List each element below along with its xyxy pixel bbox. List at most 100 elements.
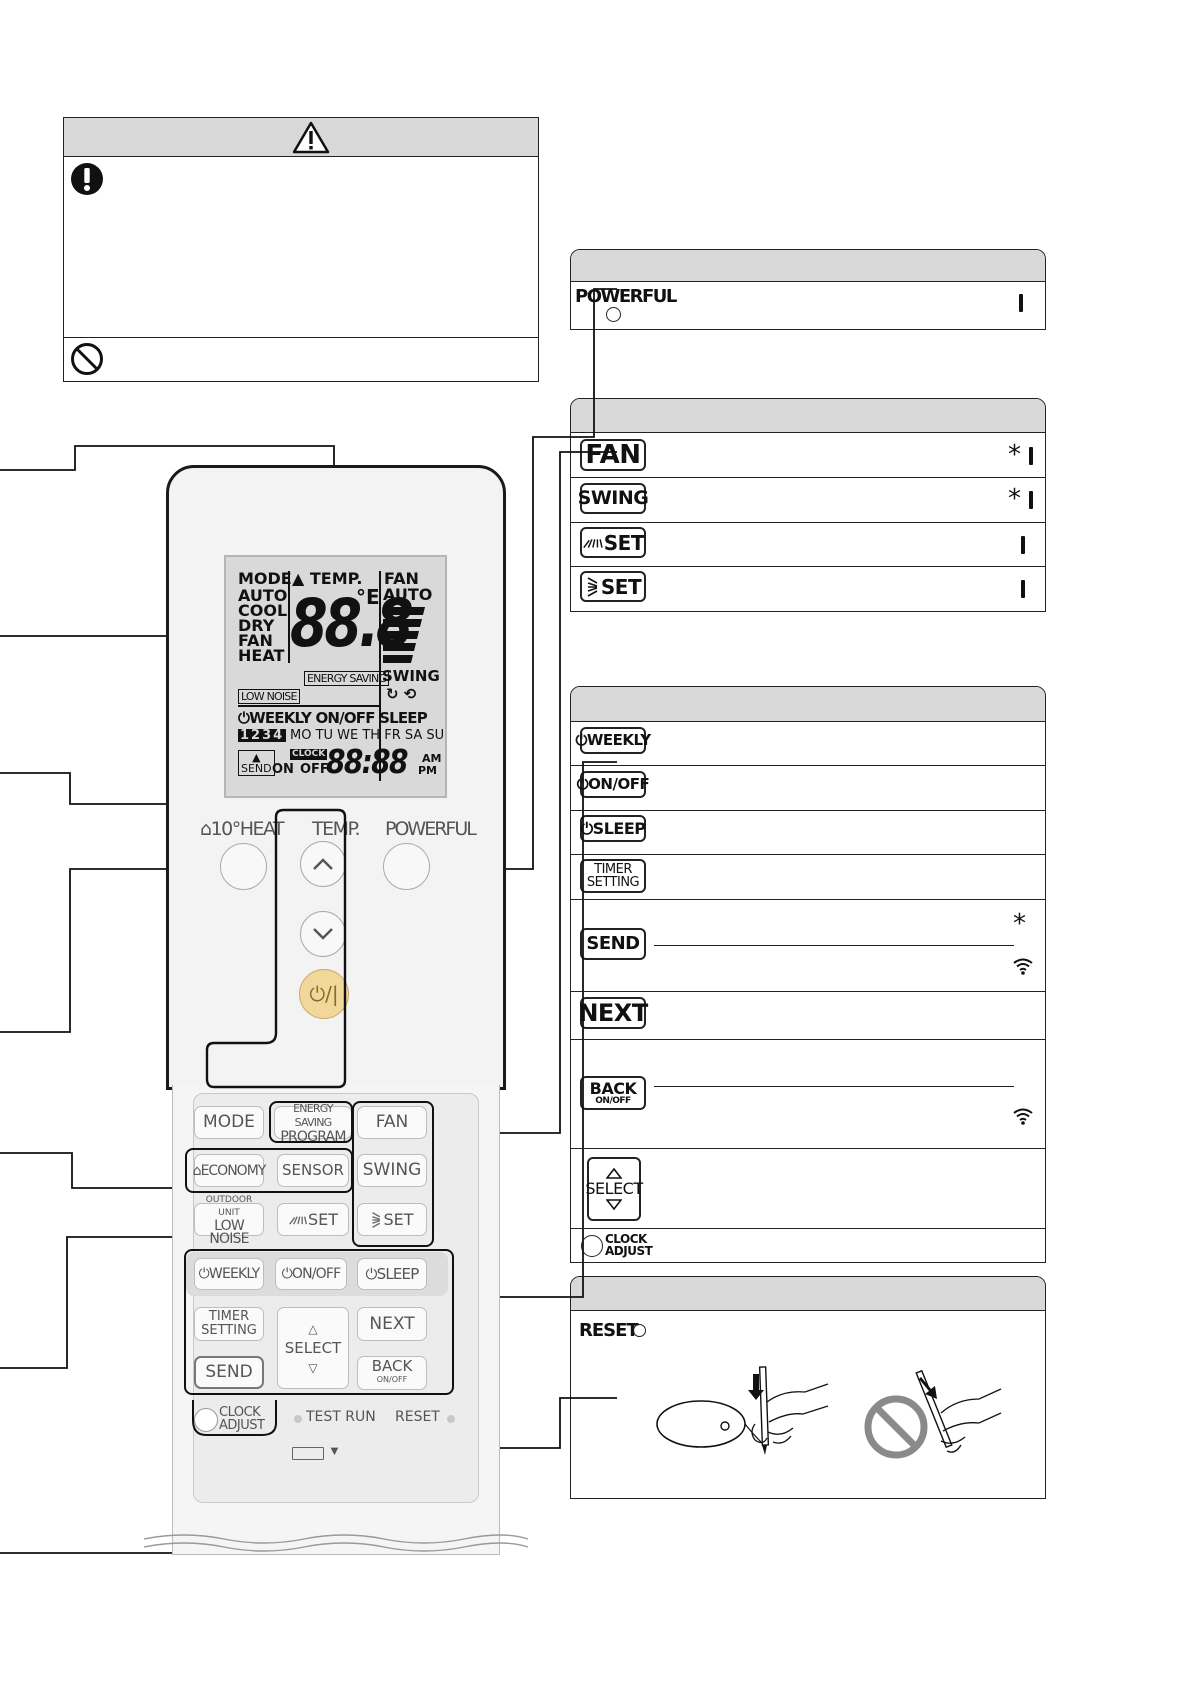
powerful-label: POWERFUL (575, 286, 677, 307)
fan-button[interactable]: FAN (357, 1106, 427, 1139)
bar-marker (1021, 536, 1025, 554)
reset-label: RESET (395, 1409, 440, 1425)
fan-row-divider (571, 566, 1045, 567)
heat10-label: ⌂10°HEAT (200, 818, 285, 840)
remote-cut-edge (144, 1534, 528, 1552)
temp-label: TEMP. (312, 818, 361, 840)
reset-panel: RESET (570, 1276, 1046, 1499)
prohibition-icon (71, 343, 103, 375)
warning-triangle-icon (292, 121, 330, 154)
next-button[interactable]: NEXT (357, 1307, 427, 1341)
lcd-display: MODE AUTO COOL DRY FAN HEAT ▲ TEMP. 88.8… (224, 555, 447, 798)
horizontal-set-button[interactable]: SET (357, 1203, 427, 1236)
asterisk-icon: * (1013, 909, 1026, 939)
down-triangle-icon (606, 1199, 622, 1210)
lcd-mode-auto: AUTO (238, 586, 288, 605)
lcd-h-divider (238, 705, 379, 707)
lcd-fan-label: FAN (384, 569, 419, 588)
vertical-air-direction-icon (289, 1215, 307, 1225)
lcd-off: OFF (300, 762, 329, 777)
timer-panel-header (571, 687, 1045, 722)
horizontal-air-set-key: SET (580, 571, 646, 602)
swing-button[interactable]: SWING (357, 1154, 427, 1187)
lcd-timer-row: ⏻WEEKLY ON/OFF SLEEP (238, 709, 428, 727)
fan-level-bars-icon (383, 607, 425, 663)
timer-row-divider (571, 1039, 1045, 1040)
fan-panel-header (571, 399, 1045, 433)
reset-label: RESET (579, 1320, 639, 1341)
economy-button[interactable]: ⌂ECONOMY (193, 1154, 266, 1187)
on-off-button[interactable]: ⏻ON/OFF (275, 1258, 347, 1290)
mode-button[interactable]: MODE (194, 1106, 264, 1139)
caution-box (63, 117, 539, 382)
mandatory-exclamation-icon (71, 163, 103, 195)
timer-row-divider (571, 1228, 1045, 1229)
vertical-set-button[interactable]: SET (277, 1203, 349, 1236)
fan-row-divider (571, 477, 1045, 478)
swing-key: SWING (578, 483, 649, 514)
power-button[interactable]: ⏻/| (299, 969, 349, 1019)
powerful-panel: POWERFUL (570, 249, 1046, 330)
asterisk-icon: * (1008, 440, 1021, 470)
lcd-mode-fan: FAN (238, 631, 273, 650)
horizontal-air-direction-icon (587, 576, 598, 597)
bar-marker (1029, 447, 1033, 465)
reset-hole[interactable] (447, 1415, 455, 1423)
send-leader-line (654, 945, 1014, 947)
send-key: SEND (580, 928, 646, 960)
select-button[interactable]: △SELECT▽ (277, 1307, 349, 1389)
wifi-icon (1013, 1108, 1033, 1125)
test-run-hole[interactable] (294, 1415, 302, 1423)
send-button[interactable]: SEND (194, 1356, 264, 1389)
powerful-indicator-circle (606, 307, 621, 322)
bar-marker (1019, 294, 1023, 312)
timer-row-divider (571, 899, 1045, 900)
temp-down-button[interactable] (300, 911, 346, 957)
prohibition-icon (864, 1369, 1002, 1459)
weekly-key: ⏻WEEKLY (575, 727, 651, 754)
vertical-air-set-key: SET (580, 527, 646, 558)
caution-divider (64, 337, 538, 338)
lcd-mode-cool: COOL (238, 601, 288, 620)
sensor-button[interactable]: SENSOR (277, 1154, 349, 1187)
sleep-button[interactable]: ⏻SLEEP (357, 1258, 427, 1290)
lcd-am: AM (422, 752, 442, 765)
pencil-hand-icon (656, 1366, 829, 1455)
vertical-air-direction-icon (583, 538, 603, 548)
next-key: NEXT (578, 997, 648, 1029)
button-group-outlines (184, 1101, 454, 1436)
bar-marker (1029, 491, 1033, 509)
clock-adjust-circle (581, 1235, 603, 1257)
lcd-on: ON (272, 762, 294, 777)
lcd-day-numbers: 1234 (238, 728, 287, 743)
horizontal-air-direction-icon (372, 1211, 381, 1228)
asterisk-icon: * (1008, 484, 1021, 514)
lcd-time: 88:88 (326, 742, 408, 781)
lcd-send: ▲SEND (238, 750, 275, 776)
weekly-button[interactable]: ⏻WEEKLY (194, 1258, 264, 1290)
timer-row-divider (571, 765, 1045, 766)
timer-row-divider (571, 854, 1045, 855)
test-run-label: TEST RUN (306, 1409, 376, 1425)
clock-adjust-button[interactable] (194, 1408, 218, 1432)
powerful-button[interactable] (383, 843, 430, 890)
chevron-up-icon (313, 858, 333, 870)
powerful-label: POWERFUL (385, 818, 477, 840)
heat10-button[interactable] (220, 843, 267, 890)
up-triangle-icon (606, 1168, 622, 1179)
lcd-swing-arrows: ↻ ⟲ (386, 685, 417, 703)
temp-power-outline (205, 808, 347, 1089)
wifi-icon (1013, 958, 1033, 975)
remote-body: MODE AUTO COOL DRY FAN HEAT ▲ TEMP. 88.8… (144, 465, 528, 1555)
back-leader-line (654, 1086, 1014, 1088)
sleep-key: ⏻SLEEP (580, 815, 646, 842)
lcd-energy-saving: ENERGY SAVING (304, 671, 390, 686)
